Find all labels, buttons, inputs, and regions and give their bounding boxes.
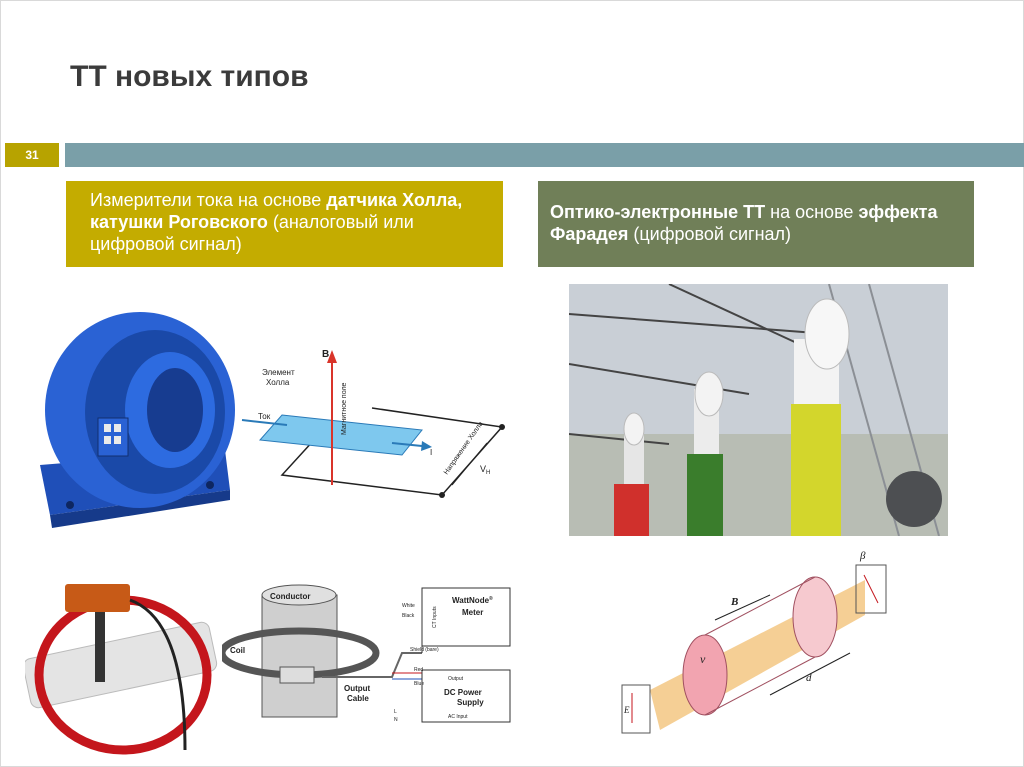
e-label: E bbox=[623, 705, 630, 715]
caption-text-2: (аналоговый или цифровой сигнал) bbox=[90, 212, 414, 254]
caption-text-2: (цифровой сигнал) bbox=[628, 224, 792, 244]
element-label: Элемент bbox=[262, 368, 295, 377]
slide-title: ТТ новых типов bbox=[70, 60, 309, 93]
n-label: N bbox=[394, 717, 398, 723]
hall-effect-diagram: B Элемент Холла Ток Магнитное поле I Нап… bbox=[241, 349, 505, 498]
hall-rogowski-caption: Измерители тока на основе датчика Холла,… bbox=[66, 181, 503, 267]
output-label: Output bbox=[344, 684, 371, 693]
caption-bold: Оптико-электронные ТТ bbox=[550, 202, 766, 222]
supply-label: Supply bbox=[457, 698, 484, 707]
ac-input-label: AC Input bbox=[448, 714, 468, 720]
voltage-label: Напряжение Холла bbox=[443, 420, 485, 476]
element-label-2: Холла bbox=[266, 378, 290, 387]
i-label: I bbox=[430, 448, 432, 457]
ct-inputs-label: CT Inputs bbox=[432, 606, 438, 628]
coil-label: Coil bbox=[230, 646, 245, 655]
header-bar bbox=[65, 143, 1024, 167]
conductor-label: Conductor bbox=[270, 592, 310, 601]
caption-text: Измерители тока на основе bbox=[90, 190, 327, 210]
vh-label: VH bbox=[480, 464, 490, 476]
black-label: Black bbox=[402, 613, 415, 619]
beta-label: β bbox=[859, 550, 866, 562]
b-label: B bbox=[322, 349, 329, 360]
meter-label: Meter bbox=[462, 608, 483, 617]
meter-title: WattNode® bbox=[452, 595, 493, 605]
output-pin-label: Output bbox=[448, 676, 464, 682]
nu-label: ν bbox=[700, 652, 706, 666]
d-label: d bbox=[806, 672, 812, 684]
cable-label: Cable bbox=[347, 694, 369, 703]
rogowski-wiring-diagram: Conductor Coil Output Cable WattNode® Me… bbox=[222, 584, 511, 723]
faraday-effect-diagram: B β ν d E bbox=[621, 550, 887, 734]
shield-label: Shield (bare) bbox=[410, 647, 439, 653]
red-label: Red bbox=[414, 667, 423, 673]
hall-sensor-photo bbox=[40, 312, 235, 528]
faraday-caption: Оптико-электронные ТТ на основе эффекта … bbox=[538, 181, 974, 267]
l-label: L bbox=[394, 709, 397, 715]
caption-bold: датчика Холла, катушки Роговского bbox=[90, 190, 463, 232]
caption-bold-2: эффекта Фарадея bbox=[550, 202, 938, 244]
caption-text: на основе bbox=[765, 202, 859, 222]
b-label: B bbox=[730, 596, 738, 608]
blue-label: Blue bbox=[414, 681, 424, 687]
optical-ct-photo bbox=[569, 284, 948, 536]
current-label: Ток bbox=[258, 412, 271, 421]
dc-label: DC Power bbox=[444, 688, 482, 697]
white-label: White bbox=[402, 603, 415, 609]
slide-number: 31 bbox=[5, 143, 59, 167]
field-label: Магнитное поле bbox=[341, 382, 348, 435]
rogowski-coil-photo bbox=[25, 584, 218, 755]
